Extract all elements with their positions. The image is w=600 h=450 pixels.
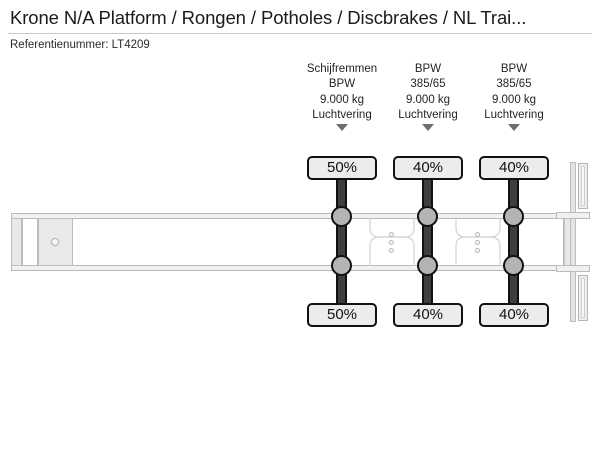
tyre-tread-badge-axle-3-top: 40% [479, 156, 549, 180]
rear-lamp-bottom [578, 275, 588, 321]
bracket-hole-1 [389, 232, 394, 237]
chassis-deck [11, 218, 564, 266]
suspension-bracket-2 [454, 218, 502, 266]
tyre-tread-badge-axle-2-top: 40% [393, 156, 463, 180]
tyre-tread-badge-axle-3-bottom: 40% [479, 303, 549, 327]
kingpin-hole-icon [51, 238, 59, 246]
tyre-tread-badge-axle-1-top: 50% [307, 156, 377, 180]
wheel-axle-3-bottom [503, 255, 524, 276]
suspension-bracket-shape-icon [455, 218, 501, 266]
axle-3-capacity: 9.000 kg [491, 93, 537, 106]
axle-leg-2 [422, 178, 433, 306]
rear-lamp-top-inner [581, 166, 585, 206]
suspension-bracket-1 [368, 218, 416, 266]
axle-2-brand: BPW [414, 63, 442, 75]
wheel-axle-3-top [503, 206, 524, 227]
page-title: Krone N/A Platform / Rongen / Potholes /… [10, 7, 527, 28]
wheel-axle-2-bottom [417, 255, 438, 276]
bracket-hole-1 [475, 232, 480, 237]
rear-crossbar-bottom [556, 265, 590, 272]
axle-1-capacity: 9.000 kg [319, 93, 365, 106]
axle-spec-column-3: BPW 385/65 9.000 kg Luchtvering [459, 62, 569, 132]
wheel-axle-2-top [417, 206, 438, 227]
axle-2-tyre-size: 385/65 [410, 78, 446, 91]
axle-3-down-arrow-icon [508, 124, 520, 132]
front-end-plate [11, 218, 22, 266]
wheel-axle-1-top [331, 206, 352, 227]
axle-3-tyre-size: 385/65 [496, 78, 532, 91]
axle-1-down-arrow-icon [336, 124, 348, 132]
page-header: Krone N/A Platform / Rongen / Potholes /… [0, 0, 600, 56]
axle-1-brake-type: Schijfremmen [306, 63, 378, 75]
bracket-hole-3 [389, 248, 394, 253]
bracket-hole-2 [475, 240, 480, 245]
axle-3-suspension: Luchtvering [484, 108, 544, 121]
axle-1-suspension: Luchtvering [312, 108, 372, 121]
rear-crossbar-top [556, 212, 590, 219]
axle-leg-3 [508, 178, 519, 306]
axle-2-down-arrow-icon [422, 124, 434, 132]
axle-spec-column-2: BPW 385/65 9.000 kg Luchtvering [373, 62, 483, 132]
axle-3-brand: BPW [500, 63, 528, 75]
tyre-tread-badge-axle-2-bottom: 40% [393, 303, 463, 327]
suspension-bracket-shape-icon [369, 218, 415, 266]
bracket-hole-3 [475, 248, 480, 253]
header-divider [8, 33, 592, 34]
rear-lamp-top [578, 163, 588, 209]
axle-2-capacity: 9.000 kg [405, 93, 451, 106]
rear-bumper-post [570, 162, 576, 322]
axle-spec-column-1: Schijfremmen BPW 9.000 kg Luchtvering [287, 62, 397, 132]
wheel-axle-1-bottom [331, 255, 352, 276]
rear-lamp-bottom-inner [581, 278, 585, 318]
axle-2-suspension: Luchtvering [398, 108, 458, 121]
bracket-hole-2 [389, 240, 394, 245]
axle-leg-1 [336, 178, 347, 306]
reference-number-label: Referentienummer: LT4209 [10, 39, 150, 51]
tyre-tread-badge-axle-1-bottom: 50% [307, 303, 377, 327]
axle-1-brand: BPW [328, 78, 356, 91]
front-plate-gap [22, 218, 38, 266]
